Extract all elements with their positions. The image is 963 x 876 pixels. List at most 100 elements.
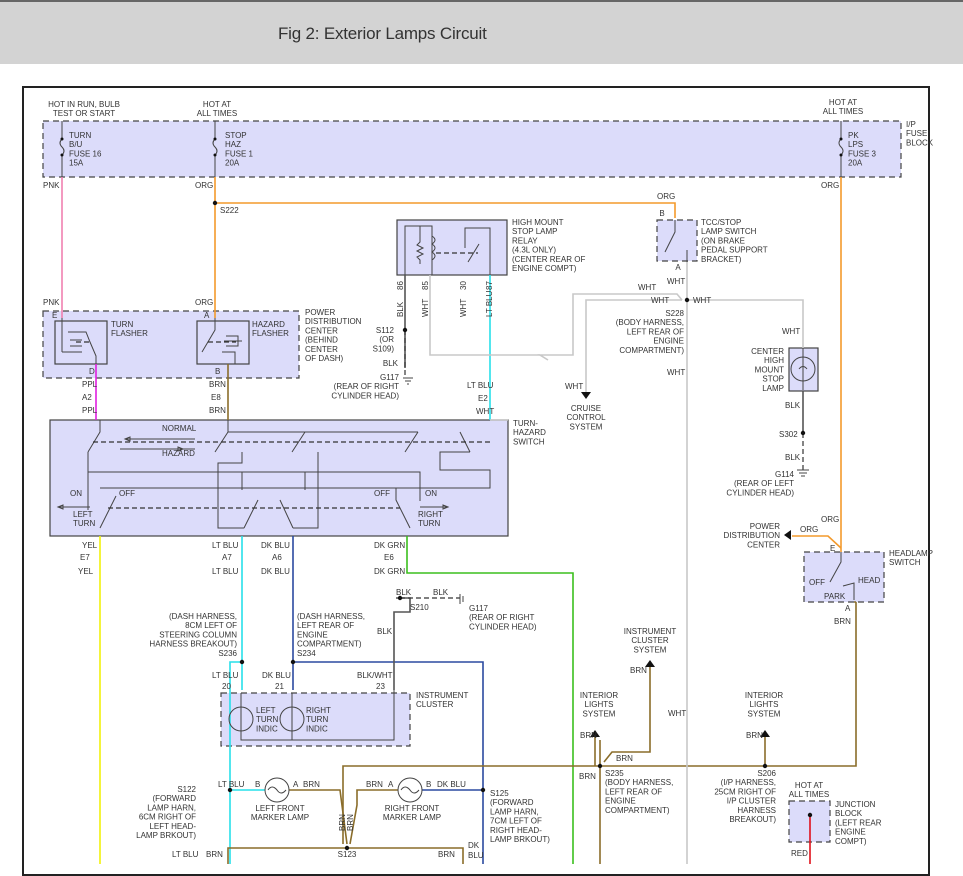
brn-label-lf: BRN [303, 780, 320, 789]
wht-label-cruise: WHT [565, 382, 583, 391]
brn-label-bottom-2: BRN [438, 850, 455, 859]
blk-label-relay-2: BLK [383, 359, 399, 368]
high-mount-stop-lamp-relay [396, 219, 508, 276]
org-label-5: ORG [800, 525, 818, 534]
org-label-3: ORG [657, 192, 675, 201]
e8-label: E8 [211, 393, 221, 402]
a7-label: A7 [222, 553, 232, 562]
org-wire-tcc [215, 202, 676, 218]
headlamp-head-label: HEAD [858, 576, 880, 585]
pin-23-label: 23 [376, 682, 385, 691]
figure-header: Fig 2: Exterior Lamps Circuit [0, 0, 963, 64]
tcc-pin-a: A [675, 263, 681, 272]
dkblu-label-21: DK BLU [262, 671, 291, 680]
brn-label-rf: BRN [366, 780, 383, 789]
a2-label: A2 [82, 393, 92, 402]
a6-label: A6 [272, 553, 282, 562]
normal-label: NORMAL [162, 424, 197, 433]
dkgrn-label-1: DK GRN [374, 541, 405, 550]
brn-label-bottom-1: BRN [206, 850, 223, 859]
s210-splice-dot [397, 595, 403, 601]
cruise-arrow-icon [581, 392, 591, 399]
wht-wire-chmsl [687, 299, 804, 348]
g117-ground-icon-2 [459, 594, 464, 604]
tcc-stop-lamp-switch [656, 219, 698, 262]
figure-title: Fig 2: Exterior Lamps Circuit [278, 24, 487, 43]
s210-label: S210 [410, 603, 429, 612]
s302-splice-dot [800, 430, 806, 436]
org-label-4: ORG [195, 298, 213, 307]
wht-label-5: WHT [667, 368, 685, 377]
wht-label-1: WHT [638, 283, 656, 292]
dkblu-label-1: DK BLU [261, 541, 290, 550]
hazard-label: HAZARD [162, 449, 195, 458]
dkblu-label-marker: DK BLU [437, 780, 466, 789]
ltblu-label-relay: LT BLU [467, 381, 494, 390]
s302-label: S302 [779, 430, 798, 439]
wht-label-relay-sw: WHT [476, 407, 494, 416]
s125-splice-dot [480, 787, 486, 793]
brn-wire-lf-marker [289, 789, 348, 845]
s235-splice-dot [597, 763, 603, 769]
ppl-label-2: PPL [82, 406, 98, 415]
wht-wire-cruise [585, 299, 682, 392]
pnk-label-2: PNK [43, 298, 60, 307]
rf-pin-b: B [426, 780, 431, 789]
headlamp-pin-a: A [845, 604, 851, 613]
blk-wire-cluster [393, 597, 411, 690]
wht-label-4: WHT [667, 277, 685, 286]
lf-pin-b: B [255, 780, 260, 789]
relay-vertical-label-3: 87 [485, 281, 494, 290]
pnk-label-1: PNK [43, 181, 60, 190]
e6-label: E6 [384, 553, 394, 562]
s228-splice-dot [684, 297, 690, 303]
brn-label-1: BRN [209, 380, 226, 389]
hazard-flasher [196, 320, 250, 365]
interior-1-arrow-icon [590, 730, 600, 737]
org-label-6: ORG [821, 515, 839, 524]
e2-label: E2 [478, 394, 488, 403]
brn-wire-s206 [600, 601, 857, 767]
brn-label-2: BRN [209, 406, 226, 415]
brn-label-s235-2: BRN [579, 772, 596, 781]
ltblu-label-marker: LT BLU [218, 780, 245, 789]
pin-20-label: 20 [222, 682, 231, 691]
rf-pin-a: A [388, 780, 394, 789]
relay-vertical-label-0: 86 [396, 281, 405, 290]
relay-vertical-label-5: WHT [421, 299, 430, 317]
s112-splice-dot [402, 327, 408, 333]
pin-b: B [215, 367, 220, 376]
brn-label-headlamp: BRN [834, 617, 851, 626]
wht-label-6: WHT [668, 709, 686, 718]
blkwht-label: BLK/WHT [357, 671, 393, 680]
blk-label-s210-2: BLK [433, 588, 449, 597]
relay-vertical-label-1: 85 [421, 281, 430, 290]
left-front-marker-lamp-icon [264, 777, 290, 803]
brn-wire-s123-top [342, 765, 600, 844]
headlamp-switch-contacts [829, 552, 855, 600]
yel-label-1: YEL [82, 541, 98, 550]
wht-label-3: WHT [693, 296, 711, 305]
right-off-label: OFF [374, 489, 390, 498]
org-wire-pdc [792, 535, 842, 549]
turn-flasher-contacts [61, 318, 97, 364]
brn-label-int2: BRN [746, 731, 763, 740]
ic-system-arrow-icon [645, 660, 655, 667]
